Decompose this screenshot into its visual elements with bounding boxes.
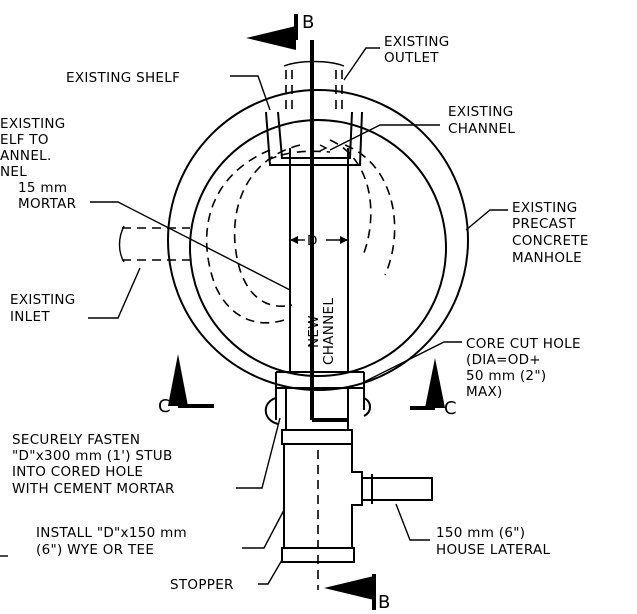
shelf-label: EXISTING SHELF bbox=[66, 70, 180, 86]
stub-label-1: SECURELY FASTEN bbox=[12, 432, 140, 448]
leader-shelf bbox=[230, 75, 271, 111]
lateral-label-2: HOUSE LATERAL bbox=[436, 542, 551, 558]
section-c-left-label: C bbox=[158, 396, 171, 417]
manhole-outer-wall bbox=[167, 89, 469, 391]
leader-manhole bbox=[465, 209, 508, 231]
existing-channel-dashed-4 bbox=[329, 139, 372, 259]
section-b-top-arrow bbox=[246, 26, 296, 50]
existing-channel-dashed-2 bbox=[233, 144, 301, 307]
manhole-label-2: PRECAST bbox=[512, 216, 576, 232]
wye-label-1: INSTALL "D"x150 mm bbox=[36, 525, 187, 541]
mortar-label-6: MORTAR bbox=[18, 196, 76, 212]
manhole-inner-wall bbox=[189, 119, 447, 377]
stub-label-2: "D"x300 mm (1') STUB bbox=[12, 448, 173, 464]
mortar-label-4: NEL bbox=[0, 164, 27, 180]
mortar-label-1: EXISTING bbox=[0, 116, 66, 132]
channel-marker bbox=[319, 144, 328, 152]
existing-shelf-dashed bbox=[267, 150, 331, 161]
new-channel-label-2: CHANNEL bbox=[321, 298, 337, 365]
core-label-3: 50 mm (2") bbox=[466, 368, 546, 384]
existing-inlet-pipe bbox=[122, 227, 190, 261]
leader-core bbox=[363, 341, 462, 383]
stopper-label: STOPPER bbox=[170, 577, 234, 593]
section-b-bottom-label: B bbox=[378, 592, 391, 613]
mortar-label-2: ELF TO bbox=[0, 132, 49, 148]
dim-d-arrow-left bbox=[290, 236, 298, 244]
existing-inlet-pipe-end bbox=[118, 225, 125, 263]
mortar-label-3: ANNEL. bbox=[0, 148, 52, 164]
mortar-label-5: 15 mm bbox=[18, 180, 67, 196]
dim-d-label: D bbox=[307, 233, 318, 249]
channel-label-1: EXISTING bbox=[448, 104, 514, 120]
section-c-left-arrow bbox=[168, 354, 188, 406]
section-b-bottom-arrow bbox=[324, 576, 374, 600]
stub-label-4: WITH CEMENT MORTAR bbox=[12, 481, 175, 497]
leader-outlet bbox=[343, 47, 380, 81]
core-label-4: MAX) bbox=[466, 384, 503, 400]
dim-d-arrow-right bbox=[340, 236, 348, 244]
leader-stopper bbox=[258, 559, 283, 585]
lateral-label-1: 150 mm (6") bbox=[436, 525, 525, 541]
wye-fitting bbox=[283, 443, 363, 549]
core-label-1: CORE CUT HOLE bbox=[466, 336, 581, 352]
existing-channel-trough bbox=[277, 111, 353, 159]
leader-inlet bbox=[88, 267, 141, 319]
leader-wye bbox=[242, 509, 285, 549]
outlet-label-1: EXISTING bbox=[384, 34, 450, 50]
existing-channel-dashed bbox=[205, 149, 291, 324]
section-b-top-label: B bbox=[302, 12, 315, 33]
leader-stub bbox=[236, 417, 281, 489]
manhole-label-4: MANHOLE bbox=[512, 250, 582, 266]
new-channel-label-1: NEW bbox=[306, 315, 322, 348]
outlet-label-2: OUTLET bbox=[384, 50, 439, 66]
core-label-2: (DIA=OD+ bbox=[466, 352, 541, 368]
inlet-label-2: INLET bbox=[10, 309, 50, 325]
core-cut-bulge bbox=[264, 397, 371, 425]
manhole-label-1: EXISTING bbox=[512, 200, 578, 216]
section-c-right-label: C bbox=[444, 398, 457, 419]
existing-shelf-trough bbox=[265, 111, 363, 166]
leader-lateral bbox=[395, 503, 430, 541]
channel-label-2: CHANNEL bbox=[448, 121, 515, 137]
leader-mortar bbox=[90, 201, 291, 291]
stub-label-3: INTO CORED HOLE bbox=[12, 464, 143, 480]
wye-label-2: (6") WYE OR TEE bbox=[36, 542, 154, 558]
inlet-label-1: EXISTING bbox=[10, 292, 76, 308]
section-c-right-arrow bbox=[425, 358, 445, 408]
leader-channel bbox=[329, 124, 440, 151]
core-cut-hole bbox=[275, 371, 365, 420]
manhole-label-3: CONCRETE bbox=[512, 233, 589, 249]
existing-outlet-pipe bbox=[285, 70, 343, 112]
stub-collar bbox=[281, 429, 353, 445]
house-lateral-pipe bbox=[362, 477, 433, 501]
